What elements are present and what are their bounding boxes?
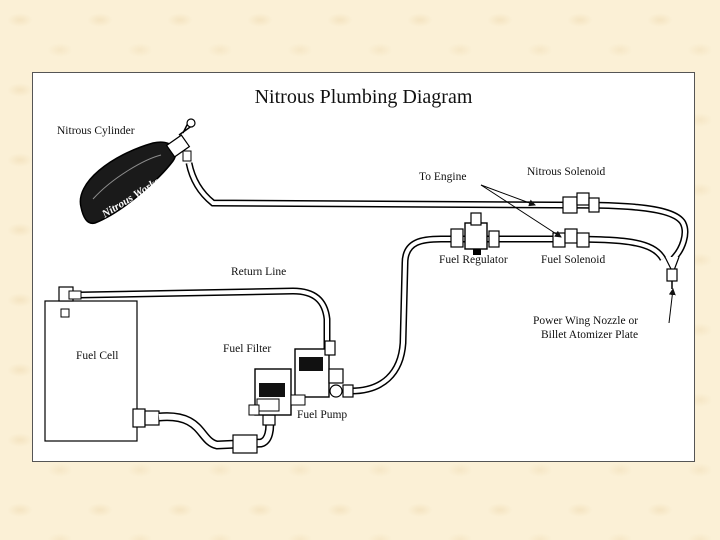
label-fuel-filter: Fuel Filter xyxy=(223,343,272,355)
nitrous-solenoid xyxy=(562,192,600,214)
label-nozzle-line1: Power Wing Nozzle or xyxy=(533,315,639,327)
label-fuel-solenoid: Fuel Solenoid xyxy=(541,254,606,266)
fuel-filter xyxy=(248,368,292,416)
fuel-regulator xyxy=(450,212,500,255)
label-fuel-pump: Fuel Pump xyxy=(297,409,348,421)
label-nitrous-cylinder: Nitrous Cylinder xyxy=(57,125,135,137)
fuel-supply-line xyxy=(350,235,667,395)
label-nitrous-solenoid: Nitrous Solenoid xyxy=(527,166,606,178)
fuel-pump xyxy=(290,340,354,406)
nozzle xyxy=(664,256,680,289)
label-return-line: Return Line xyxy=(231,266,287,278)
diagram-panel: Nitrous Works xyxy=(32,72,695,462)
return-line xyxy=(78,287,331,349)
hose-fitting xyxy=(232,434,258,454)
leader-lines xyxy=(480,184,676,324)
label-fuel-regulator: Fuel Regulator xyxy=(439,254,508,266)
fuel-outlet-hose xyxy=(158,412,275,450)
label-to-engine: To Engine xyxy=(419,171,467,183)
label-fuel-cell: Fuel Cell xyxy=(76,350,119,362)
fuel-solenoid xyxy=(552,228,590,248)
plumbing-diagram: Nitrous Works xyxy=(44,118,689,454)
label-nozzle-line2: Billet Atomizer Plate xyxy=(541,329,639,341)
fuel-cell xyxy=(44,286,160,442)
diagram-title: Nitrous Plumbing Diagram xyxy=(254,86,473,108)
nitrous-line xyxy=(185,162,689,262)
